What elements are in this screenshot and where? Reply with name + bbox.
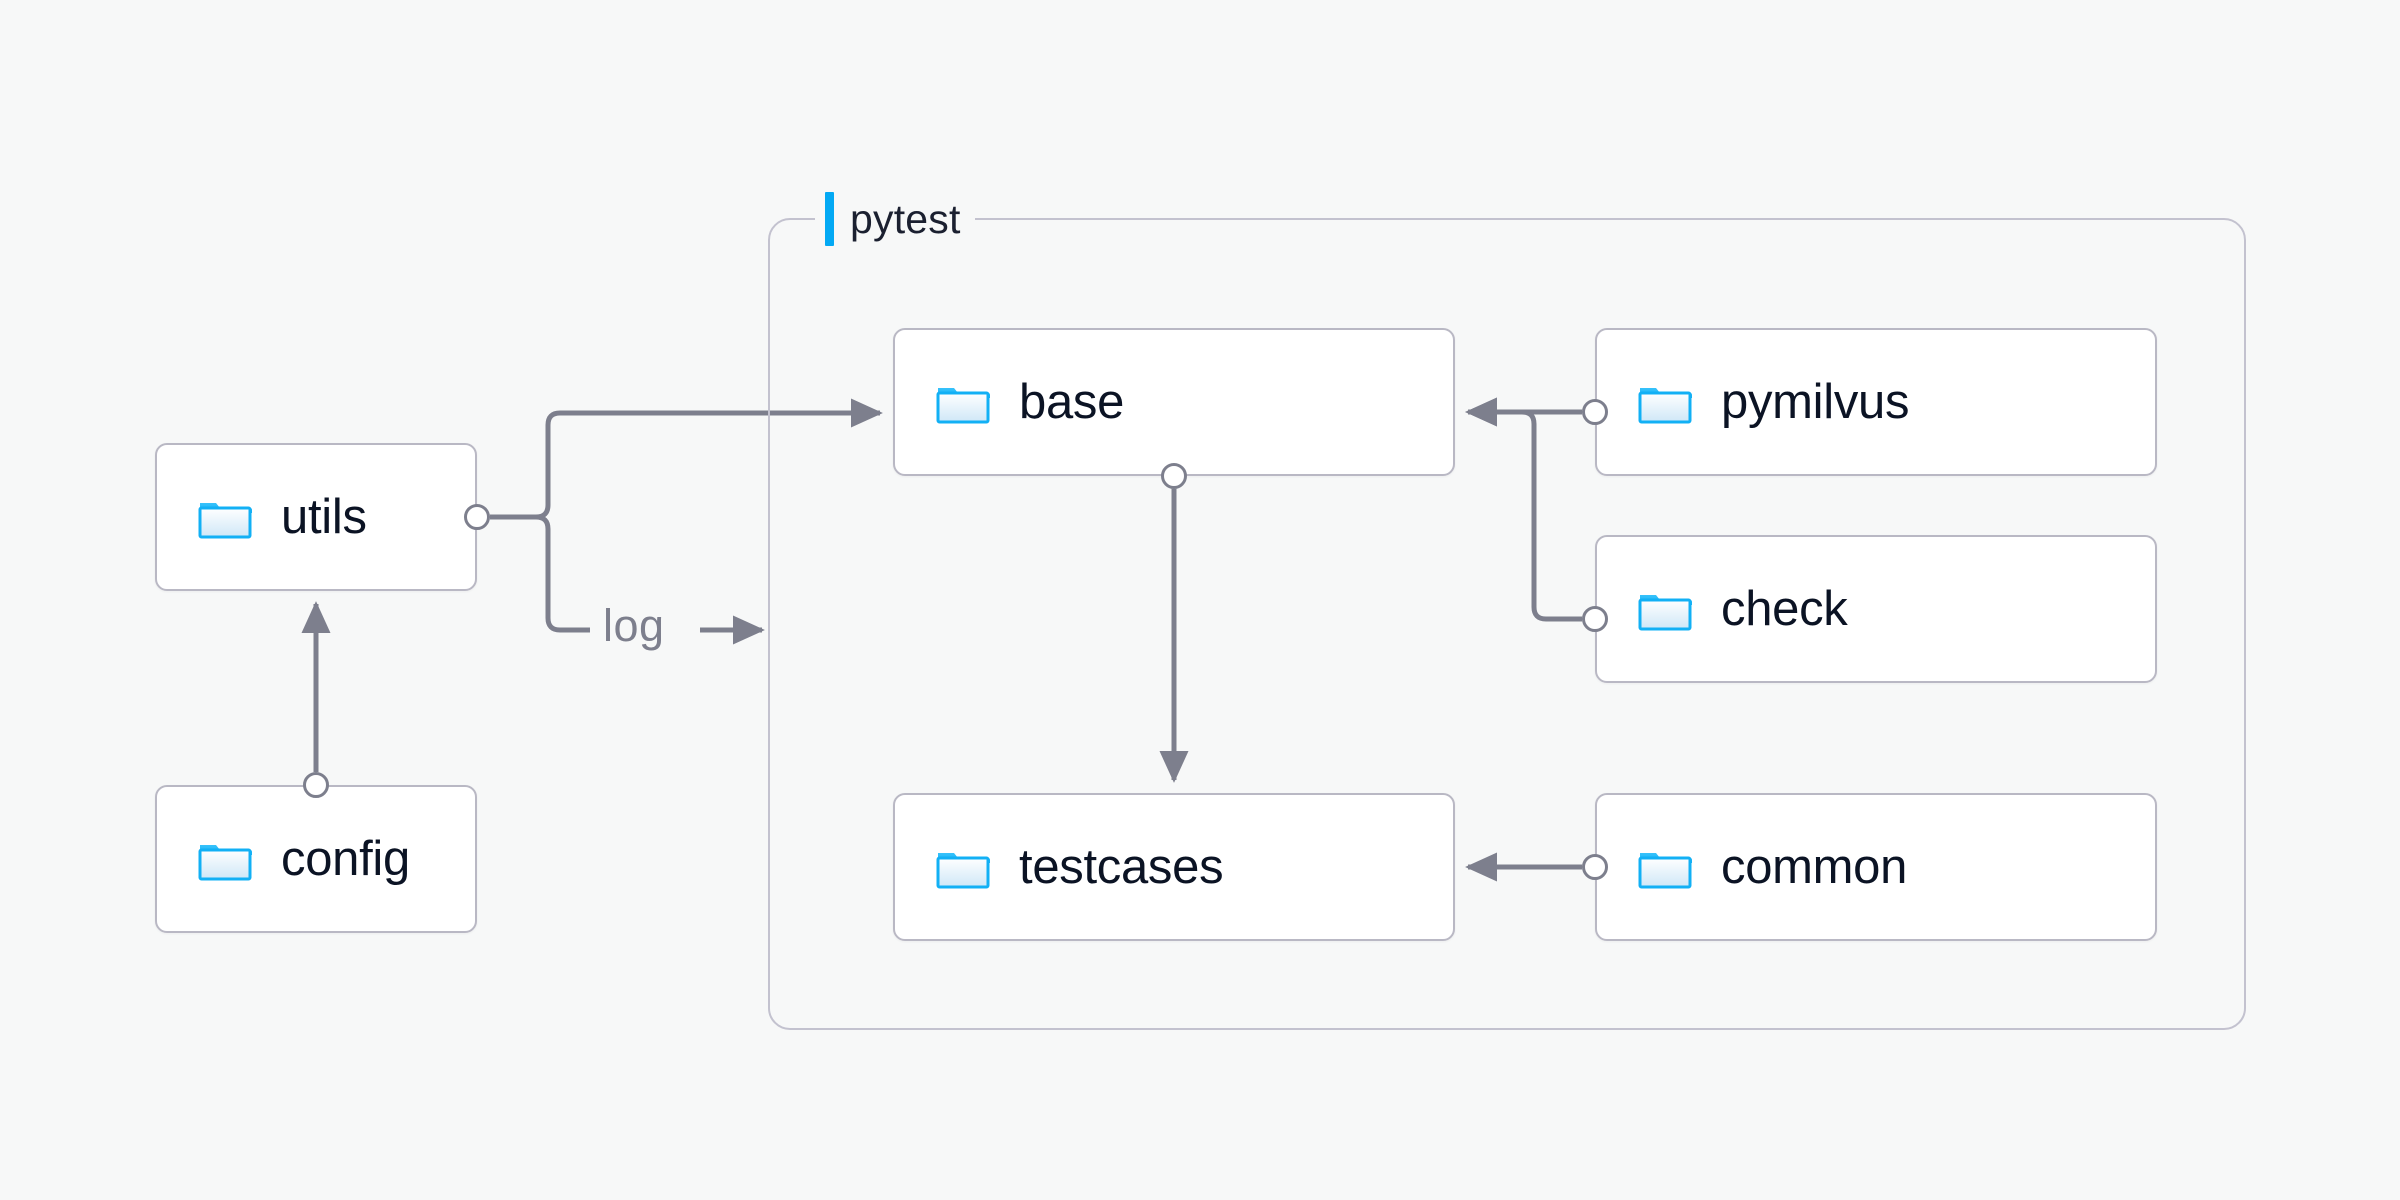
group-pytest-label: pytest <box>815 192 975 246</box>
folder-icon <box>1638 595 1692 631</box>
port-utils-right[interactable] <box>464 504 490 530</box>
folder-icon <box>1638 853 1692 889</box>
node-testcases[interactable]: testcases <box>893 793 1455 941</box>
edge-utils-log <box>528 514 590 633</box>
folder-icon <box>198 503 252 539</box>
node-testcases-label: testcases <box>1019 840 1224 894</box>
port-base-bottom[interactable] <box>1161 463 1187 489</box>
folder-icon <box>936 853 990 889</box>
edge-check-base <box>1465 397 1582 622</box>
node-base-label: base <box>1019 375 1125 429</box>
node-config[interactable]: config <box>155 785 477 933</box>
node-common-label: common <box>1721 840 1908 894</box>
group-accent-bar <box>825 192 834 246</box>
node-base[interactable]: base <box>893 328 1455 476</box>
port-config-top[interactable] <box>303 772 329 798</box>
node-check-label: check <box>1721 582 1848 636</box>
node-check[interactable]: check <box>1595 535 2157 683</box>
port-common-left[interactable] <box>1582 854 1608 880</box>
node-config-label: config <box>281 832 410 886</box>
group-title-text: pytest <box>850 195 961 242</box>
folder-icon <box>198 845 252 881</box>
edge-label-log: log <box>603 600 665 651</box>
port-pymilvus-left[interactable] <box>1582 399 1608 425</box>
node-pymilvus-label: pymilvus <box>1721 375 1910 429</box>
node-pymilvus[interactable]: pymilvus <box>1595 328 2157 476</box>
node-common[interactable]: common <box>1595 793 2157 941</box>
node-utils[interactable]: utils <box>155 443 477 591</box>
folder-icon <box>1638 388 1692 424</box>
node-utils-label: utils <box>281 490 367 544</box>
folder-icon <box>936 388 990 424</box>
group-pytest[interactable] <box>768 218 2246 1030</box>
port-check-left[interactable] <box>1582 606 1608 632</box>
